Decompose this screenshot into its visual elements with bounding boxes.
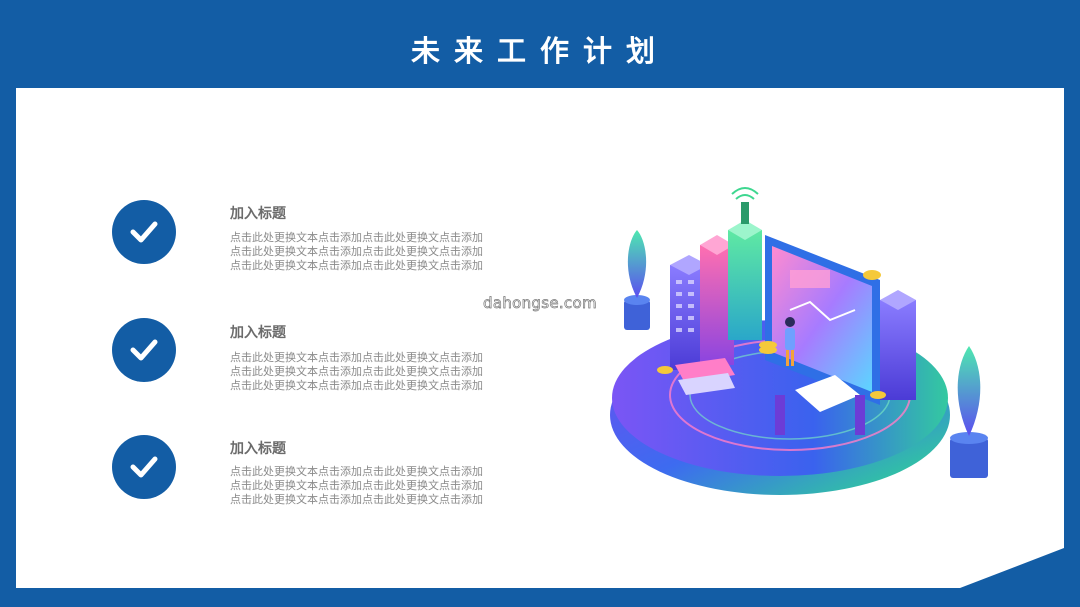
item-body-line: 点击此处更换文本点击添加点击此处更换文点击添加 <box>230 379 483 392</box>
item-body: 点击此处更换文本点击添加点击此处更换文点击添加 点击此处更换文本点击添加点击此处… <box>230 465 505 507</box>
item-body-line: 点击此处更换文本点击添加点击此处更换文点击添加 <box>230 465 483 478</box>
item-body: 点击此处更换文本点击添加点击此处更换文点击添加 点击此处更换文本点击添加点击此处… <box>230 351 505 393</box>
header-bar: 未来工作计划 <box>0 0 1080 88</box>
item-body-line: 点击此处更换文本点击添加点击此处更换文点击添加 <box>230 479 483 492</box>
page-title: 未来工作计划 <box>410 34 669 68</box>
watermark: dahongse.com <box>483 294 597 313</box>
item-body-line: 点击此处更换文本点击添加点击此处更换文点击添加 <box>230 493 483 506</box>
list-item: 加入标题 点击此处更换文本点击添加点击此处更换文点击添加 点击此处更换文本点击添… <box>0 0 560 392</box>
check-badge <box>112 200 176 264</box>
item-title: 加入标题 <box>230 325 286 341</box>
item-body-line: 点击此处更换文本点击添加点击此处更换文点击添加 <box>230 365 483 378</box>
list-item: 加入标题 点击此处更换文本点击添加点击此处更换文点击添加 点击此处更换文本点击添… <box>0 0 560 506</box>
list-item: 加入标题 点击此处更换文本点击添加点击此处更换文点击添加 点击此处更换文本点击添… <box>0 0 560 272</box>
item-title: 加入标题 <box>230 206 286 222</box>
item-body: 点击此处更换文本点击添加点击此处更换文点击添加 点击此处更换文本点击添加点击此处… <box>230 231 505 273</box>
item-title: 加入标题 <box>230 441 286 457</box>
check-badge <box>112 318 176 382</box>
item-body-line: 点击此处更换文本点击添加点击此处更换文点击添加 <box>230 351 483 364</box>
item-body-line: 点击此处更换文本点击添加点击此处更换文点击添加 <box>230 245 483 258</box>
city-platform-illustration <box>610 187 988 495</box>
check-badge <box>112 435 176 499</box>
check-icon <box>130 221 158 243</box>
item-body-line: 点击此处更换文本点击添加点击此处更换文点击添加 <box>230 259 483 272</box>
item-body-line: 点击此处更换文本点击添加点击此处更换文点击添加 <box>230 231 483 244</box>
check-icon <box>130 456 158 478</box>
check-icon <box>130 339 158 361</box>
